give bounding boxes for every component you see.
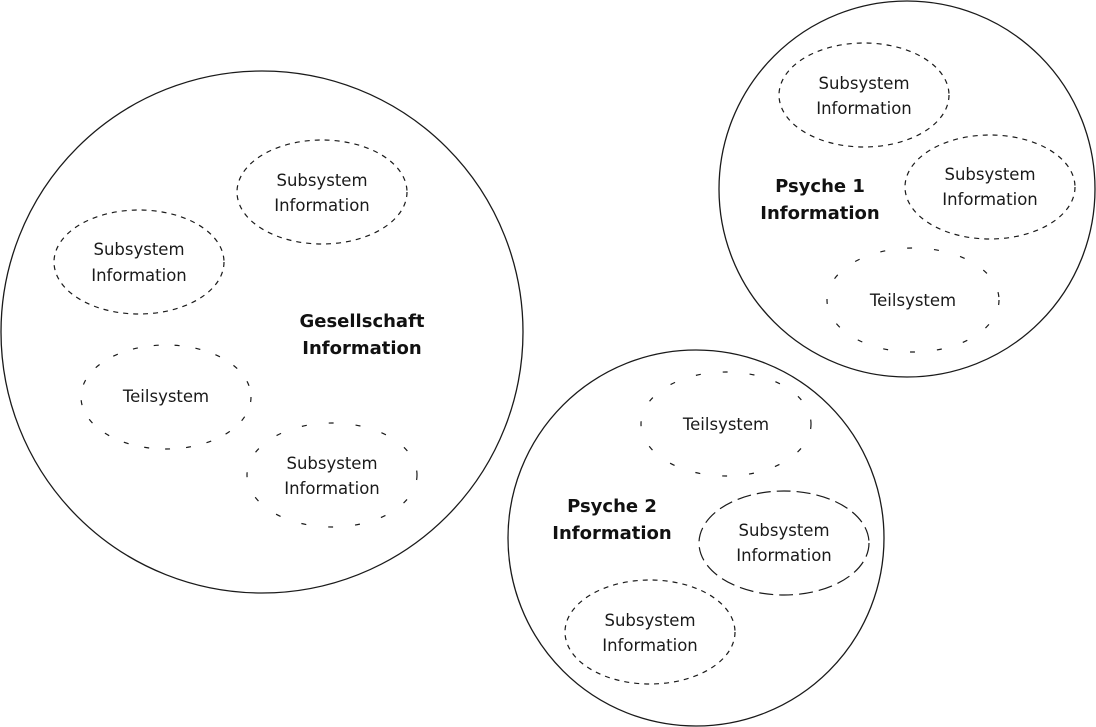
system-boundary-gesellschaft	[0, 70, 524, 594]
subsystem-boundary	[826, 247, 1000, 353]
subsystem-label: Teilsystem	[122, 387, 209, 406]
subsystem-boundary	[564, 579, 736, 685]
subsystem-label: Subsystem	[286, 454, 377, 473]
subsystem-boundary	[246, 422, 418, 528]
teilsystem-ellipse: Teilsystem	[80, 344, 252, 450]
subsystem-sublabel: Information	[942, 190, 1038, 209]
system-title: Psyche 2	[567, 496, 657, 517]
subsystem-boundary	[53, 209, 225, 315]
subsystem-label: Subsystem	[93, 240, 184, 259]
subsystem-boundary	[80, 344, 252, 450]
subsystem-ellipse: Subsystem Information	[778, 42, 950, 148]
subsystem-ellipse: Subsystem Information	[564, 579, 736, 685]
subsystem-boundary	[236, 139, 408, 245]
system-title: Psyche 1	[775, 176, 865, 197]
subsystem-label: Subsystem	[738, 521, 829, 540]
teilsystem-ellipse: Teilsystem	[640, 371, 812, 477]
system-subtitle: Information	[552, 523, 671, 544]
subsystem-boundary	[904, 134, 1076, 240]
subsystem-boundary	[778, 42, 950, 148]
subsystem-label: Teilsystem	[869, 291, 956, 310]
system-title: Gesellschaft	[299, 311, 424, 332]
subsystem-ellipse: Subsystem Information	[904, 134, 1076, 240]
subsystem-ellipse: Subsystem Information	[53, 209, 225, 315]
system-boundary-psyche-1	[718, 0, 1096, 378]
subsystem-sublabel: Information	[816, 99, 912, 118]
subsystem-sublabel: Information	[602, 636, 698, 655]
subsystem-sublabel: Information	[736, 546, 832, 565]
subsystem-boundary	[640, 371, 812, 477]
system-boundary-psyche-2	[507, 349, 885, 727]
system-psyche-1: Psyche 1 Information Subsystem Informati…	[718, 0, 1096, 378]
teilsystem-ellipse: Teilsystem	[826, 247, 1000, 353]
subsystem-ellipse: Subsystem Information	[698, 490, 870, 596]
system-psyche-2: Psyche 2 Information Teilsystem Subsyste…	[507, 349, 885, 727]
subsystem-sublabel: Information	[284, 479, 380, 498]
subsystem-label: Subsystem	[604, 611, 695, 630]
system-gesellschaft: Gesellschaft Information Subsystem Infor…	[0, 70, 524, 594]
subsystem-sublabel: Information	[91, 266, 187, 285]
subsystem-sublabel: Information	[274, 196, 370, 215]
subsystem-ellipse: Subsystem Information	[246, 422, 418, 528]
subsystem-ellipse: Subsystem Information	[236, 139, 408, 245]
subsystem-label: Subsystem	[944, 165, 1035, 184]
system-subtitle: Information	[760, 203, 879, 224]
system-subtitle: Information	[302, 338, 421, 359]
subsystem-label: Subsystem	[276, 171, 367, 190]
subsystem-label: Teilsystem	[682, 415, 769, 434]
subsystem-boundary	[698, 490, 870, 596]
subsystem-label: Subsystem	[818, 74, 909, 93]
